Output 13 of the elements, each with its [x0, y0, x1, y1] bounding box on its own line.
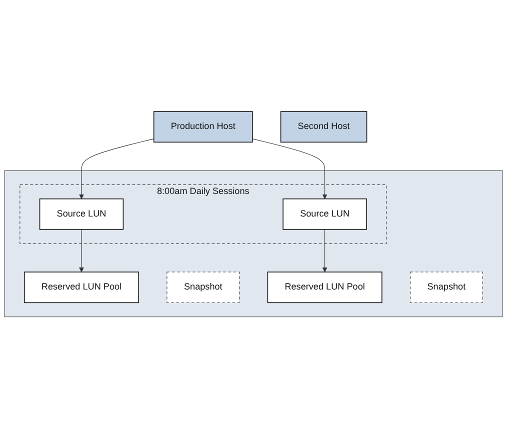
node-box: Source LUN	[39, 198, 124, 230]
node-box: Second Host	[280, 110, 368, 142]
arrow	[79, 229, 84, 272]
node-box: Snapshot	[410, 272, 483, 303]
node-box: Snapshot	[166, 272, 240, 303]
arrow	[79, 138, 154, 199]
arrow	[322, 229, 328, 272]
node-box: Reserved LUN Pool	[24, 271, 140, 303]
arrow	[252, 138, 328, 199]
node-box: Reserved LUN Pool	[267, 271, 382, 303]
cluster	[4, 170, 503, 317]
node-box: Source LUN	[282, 198, 367, 230]
node-box: Production Host	[153, 110, 253, 142]
